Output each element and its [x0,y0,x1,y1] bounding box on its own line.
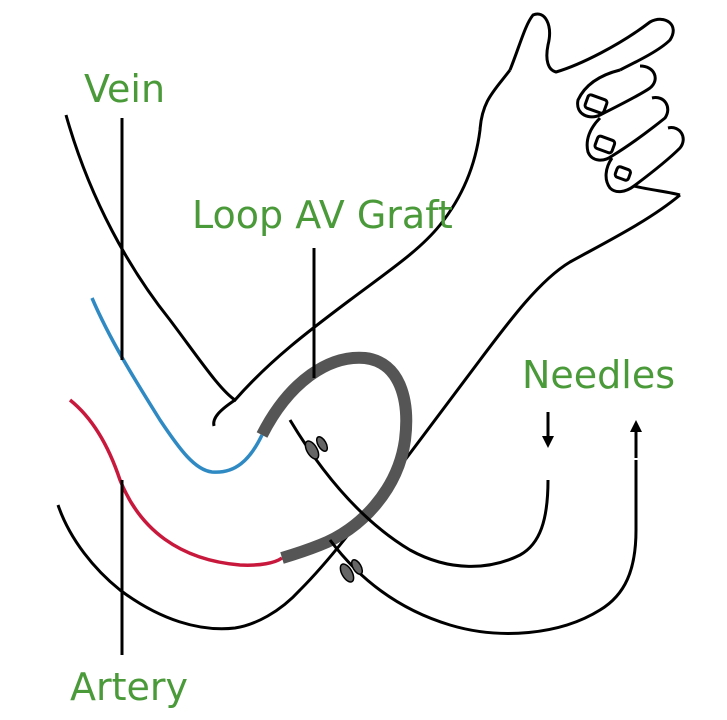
finger-2 [587,98,668,161]
vein-line [92,298,262,472]
artery-line [70,400,282,565]
wrist-edge [634,186,680,195]
elbow-crease [214,400,235,426]
fingernail-2 [593,134,617,155]
arm-outline-upper [66,70,510,400]
needle-track-up [330,460,636,633]
loop-graft [262,358,406,558]
needle-hub-1 [304,436,329,460]
vein-label: Vein [84,67,166,111]
artery-label: Artery [70,665,189,709]
fingernail-3 [613,165,632,182]
arrow-down-icon [542,412,554,448]
finger-3 [606,128,683,192]
needle-track-down [290,420,548,566]
arrow-up-icon [630,420,642,458]
needle-hub-2 [339,559,364,583]
arm-outline-lower [58,195,680,629]
finger-1 [578,66,656,117]
needles-label: Needles [522,353,676,397]
loop-graft-label: Loop AV Graft [192,193,453,237]
thumb-outline [510,14,673,72]
fingernail-1 [583,93,609,115]
